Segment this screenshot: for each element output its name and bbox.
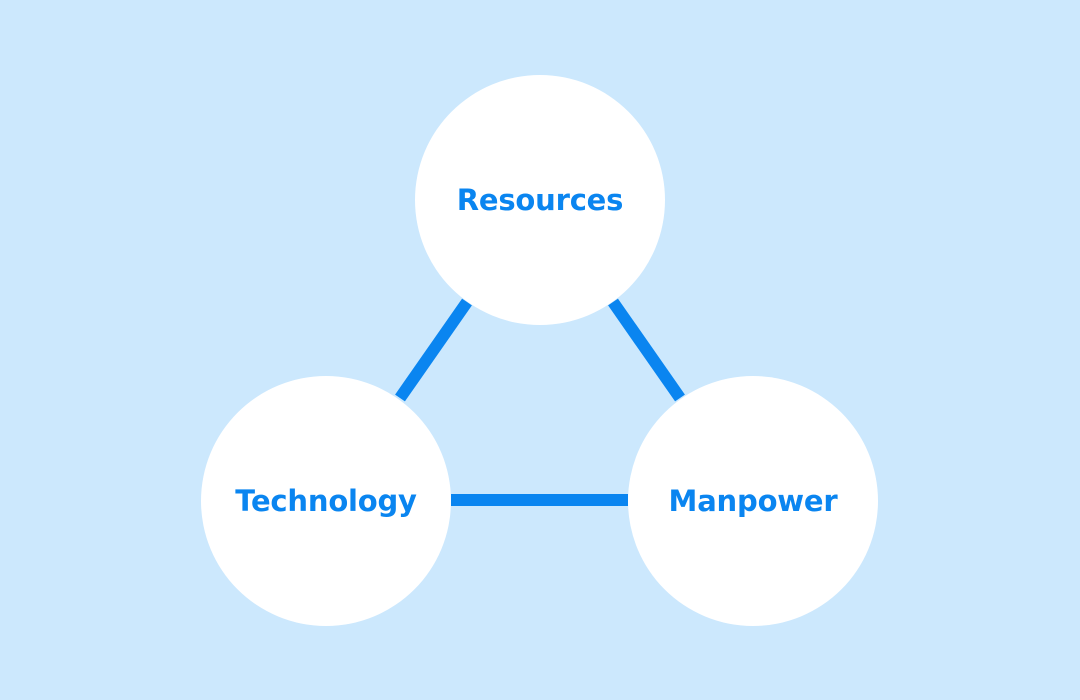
node-resources: Resources <box>415 75 665 325</box>
node-manpower-label: Manpower <box>668 484 838 518</box>
edge-resources-manpower <box>608 298 685 402</box>
edge-resources-technology <box>395 298 472 402</box>
node-resources-label: Resources <box>456 183 624 217</box>
node-manpower: Manpower <box>628 376 878 626</box>
node-technology: Technology <box>201 376 451 626</box>
node-technology-label: Technology <box>235 484 417 518</box>
